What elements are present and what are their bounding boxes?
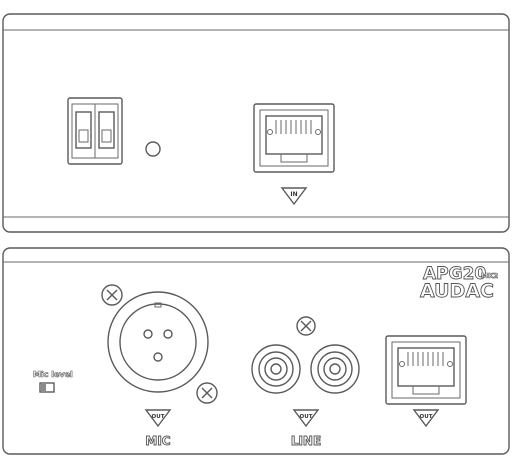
rj45-input-port[interactable] [253, 103, 335, 173]
rear-panel: APG20 MK2 AUDAC Mic level [2, 247, 510, 455]
terminal-block-connector[interactable] [67, 97, 123, 165]
rca-line-output-right[interactable] [310, 344, 360, 394]
mic-output-arrow-icon [144, 409, 172, 428]
line-screw-icon [296, 316, 316, 336]
mic-output-marker: OUT [144, 409, 172, 428]
front-panel: IN [2, 13, 510, 233]
xlr-mic-output[interactable] [107, 291, 209, 393]
line-label: LINE [291, 434, 321, 448]
rj45-output-marker: OUT [412, 409, 440, 428]
led-indicator-icon [145, 141, 161, 157]
model-name: APG20 [423, 264, 486, 284]
line-output-arrow-icon [292, 409, 320, 428]
rj45-output-arrow-icon [412, 409, 440, 428]
front-panel-outline [2, 13, 510, 233]
xlr-screw-top-icon [101, 284, 123, 306]
input-marker: IN [280, 187, 308, 206]
line-output-marker: OUT [292, 409, 320, 428]
xlr-screw-bottom-icon [196, 382, 218, 404]
rca-line-output-left[interactable] [251, 344, 301, 394]
rj45-output-port[interactable] [385, 335, 467, 405]
rj45-out-label: OUT [420, 414, 433, 420]
brand-logo: AUDAC [420, 280, 494, 302]
model-suffix: MK2 [481, 272, 498, 280]
mic-level-switch[interactable] [39, 382, 55, 393]
input-label: IN [290, 191, 297, 198]
rear-panel-outline [2, 247, 510, 455]
line-out-label: OUT [300, 414, 313, 420]
mic-label: MIC [145, 434, 170, 448]
mic-out-label: OUT [152, 414, 165, 420]
input-arrow-icon [280, 187, 308, 206]
mic-level-label: Mic level [33, 370, 73, 379]
